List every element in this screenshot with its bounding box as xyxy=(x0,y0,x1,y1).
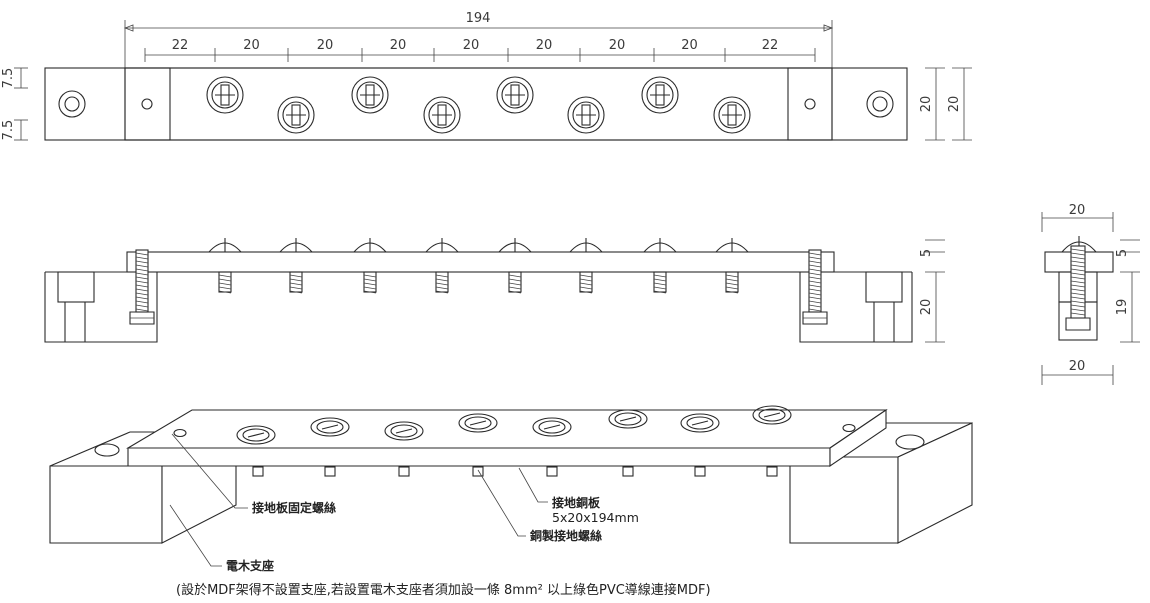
iso-stud-2 xyxy=(324,466,336,477)
iso-screw-6 xyxy=(608,409,648,429)
top-screw-5 xyxy=(496,76,534,114)
top-screw-2 xyxy=(277,96,315,134)
iso-screw-4 xyxy=(458,413,498,433)
top-screw-4 xyxy=(423,96,461,134)
isometric-view: 接地板固定螺絲 接地銅板 5x20x194mm 銅製接地螺絲 電木支座 (設於M… xyxy=(49,405,973,598)
side-screw-2 xyxy=(279,238,313,294)
end-bottom-width-label: 20 xyxy=(1069,359,1086,374)
iso-screw-8 xyxy=(752,405,792,425)
copper-screw-label: 銅製接地螺絲 xyxy=(529,528,602,543)
side-fixing-screw-2 xyxy=(802,249,828,325)
iso-screw-3 xyxy=(384,421,424,441)
iso-stud-8 xyxy=(766,466,778,477)
overall-length-label: 194 xyxy=(466,11,491,26)
side-screw-1 xyxy=(208,238,242,294)
side-screw-6 xyxy=(569,238,603,294)
end-top-width-label: 20 xyxy=(1069,203,1086,218)
side-fixing-screw-1 xyxy=(129,249,155,325)
iso-screw-2 xyxy=(310,417,350,437)
top-screw-7 xyxy=(641,76,679,114)
copper-plate-title-label: 接地銅板 xyxy=(552,495,601,510)
copper-plate-size-label: 5x20x194mm xyxy=(552,510,639,525)
height-outer-label: 20 xyxy=(947,96,962,113)
iso-stud-4 xyxy=(472,466,484,477)
side-screw-4 xyxy=(425,238,459,294)
iso-stud-1 xyxy=(252,466,264,477)
iso-screw-7 xyxy=(680,413,720,433)
spacing-label-3: 20 xyxy=(390,38,407,53)
installation-note: (設於MDF架得不設置支座,若設置電木支座者須加設一條 8mm² 以上綠色PVC… xyxy=(176,582,711,598)
side-thickness-label: 5 xyxy=(919,249,934,257)
end-thickness-label: 5 xyxy=(1115,249,1130,257)
top-screw-8 xyxy=(713,96,751,134)
side-screw-5 xyxy=(498,238,532,294)
iso-stud-5 xyxy=(546,466,558,477)
spacing-label-7: 20 xyxy=(681,38,698,53)
wood-support-label: 電木支座 xyxy=(226,558,274,573)
spacing-label-6: 20 xyxy=(609,38,626,53)
top-screw-3 xyxy=(351,76,389,114)
spacing-label-1: 20 xyxy=(243,38,260,53)
spacing-label-5: 20 xyxy=(536,38,553,53)
side-screw-7 xyxy=(643,238,677,294)
fixing-screw-label: 接地板固定螺絲 xyxy=(252,500,336,515)
end-view: 20 5 19 20 xyxy=(1041,203,1140,385)
top-screw-1 xyxy=(206,76,244,114)
side-screw-8 xyxy=(715,238,749,294)
iso-stud-7 xyxy=(694,466,706,477)
top-view: 194 22 20 20 20 20 20 20 20 22 7.5 7.5 xyxy=(1,11,972,141)
spacing-label-4: 20 xyxy=(463,38,480,53)
side-support-height-label: 20 xyxy=(919,299,934,316)
spacing-label-8: 22 xyxy=(762,38,779,53)
left-offset-lower: 7.5 xyxy=(1,120,16,141)
iso-stud-3 xyxy=(398,466,410,477)
side-screw-3 xyxy=(353,238,387,294)
height-inner-label: 20 xyxy=(919,96,934,113)
end-height-label: 19 xyxy=(1115,299,1130,316)
left-offset-upper: 7.5 xyxy=(1,68,16,89)
spacing-label-0: 22 xyxy=(172,38,189,53)
iso-stud-6 xyxy=(622,466,634,477)
iso-screw-1 xyxy=(236,425,276,445)
top-screw-6 xyxy=(567,96,605,134)
iso-screw-5 xyxy=(532,417,572,437)
side-view: 5 20 xyxy=(44,238,945,343)
spacing-label-2: 20 xyxy=(317,38,334,53)
